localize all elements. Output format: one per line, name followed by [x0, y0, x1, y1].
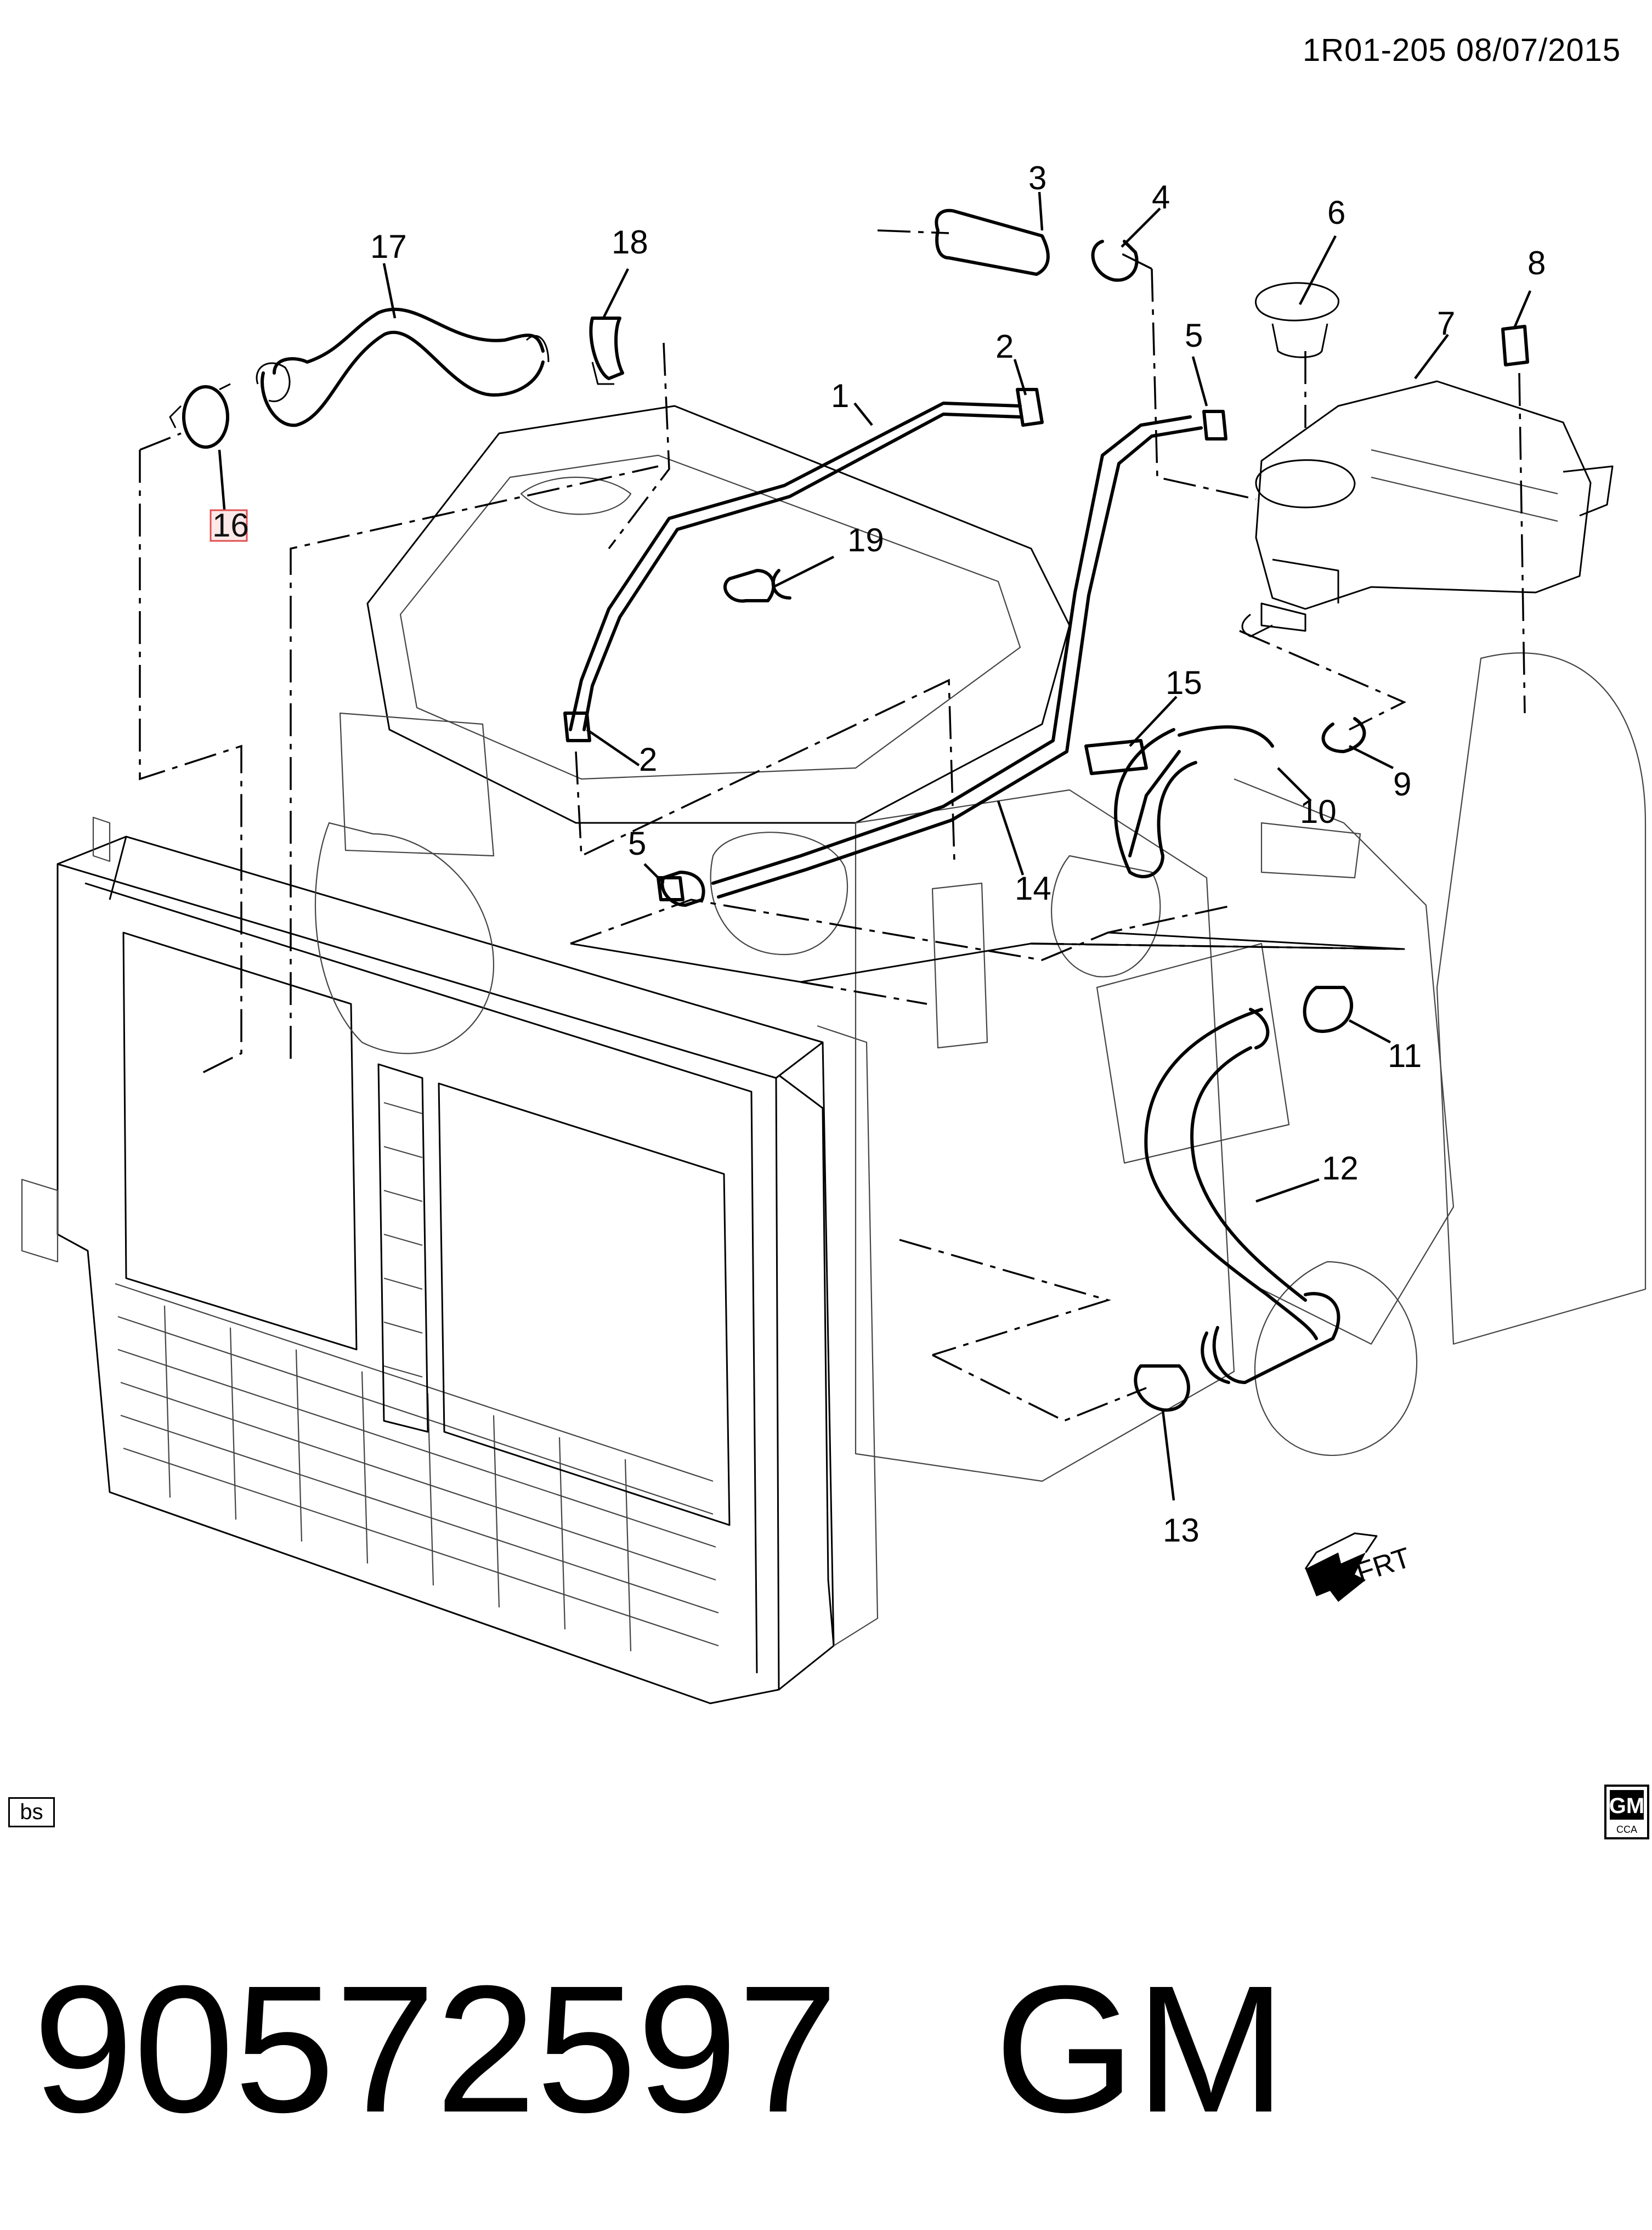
callout-1: 1	[831, 377, 849, 414]
callout-6: 6	[1327, 194, 1345, 231]
engine-assembly	[314, 405, 1647, 1482]
front-direction-arrow: FRT	[1304, 1532, 1415, 1602]
callout-labels: 1 2 2 3 4 5 5 6 7 8 9 10 11 12 13 14 15 …	[210, 160, 1546, 1549]
callout-7: 7	[1437, 305, 1455, 342]
callout-14: 14	[1015, 870, 1051, 907]
diagram-code: 1R01-205 08/07/2015	[1303, 32, 1621, 68]
callout-18: 18	[612, 224, 648, 261]
callout-15: 15	[1166, 664, 1202, 701]
gm-logo: GM CCA	[1604, 1785, 1649, 1839]
callout-4: 4	[1152, 179, 1170, 216]
part-number: 90572597	[33, 1947, 839, 2150]
callout-5-top: 5	[1185, 317, 1203, 354]
radiator-cap	[1255, 282, 1339, 358]
leader-lines	[218, 191, 1532, 1501]
callout-12: 12	[1322, 1150, 1359, 1187]
callout-17: 17	[370, 228, 407, 265]
callout-3: 3	[1028, 160, 1046, 196]
gm-logo-sub: CCA	[1616, 1824, 1637, 1835]
coolant-reservoir	[1241, 380, 1614, 637]
coolant-system-diagram: 1 2 2 3 4 5 5 6 7 8 9 10 11 12 13 14 15 …	[21, 160, 1647, 1704]
callout-8: 8	[1527, 245, 1546, 281]
callout-2-lower: 2	[639, 741, 657, 778]
clips	[563, 325, 1529, 901]
gm-logo-brand: GM	[1609, 1794, 1644, 1818]
callout-16-highlight	[210, 509, 248, 542]
callout-11: 11	[1388, 1037, 1422, 1074]
frt-label: FRT	[1353, 1542, 1415, 1589]
callout-19: 19	[847, 522, 884, 558]
callout-9: 9	[1393, 766, 1411, 803]
callout-5-lower: 5	[628, 825, 646, 862]
callout-16: 16	[212, 507, 249, 544]
hoses	[256, 208, 1340, 1384]
corner-badge: bs	[8, 1797, 55, 1827]
callout-2-top: 2	[995, 328, 1014, 365]
reference-lines	[139, 229, 1526, 1422]
footer-brand: GM	[994, 1947, 1286, 2150]
callout-13: 13	[1163, 1512, 1200, 1549]
radiator-support	[21, 816, 879, 1704]
callout-10: 10	[1300, 793, 1337, 830]
